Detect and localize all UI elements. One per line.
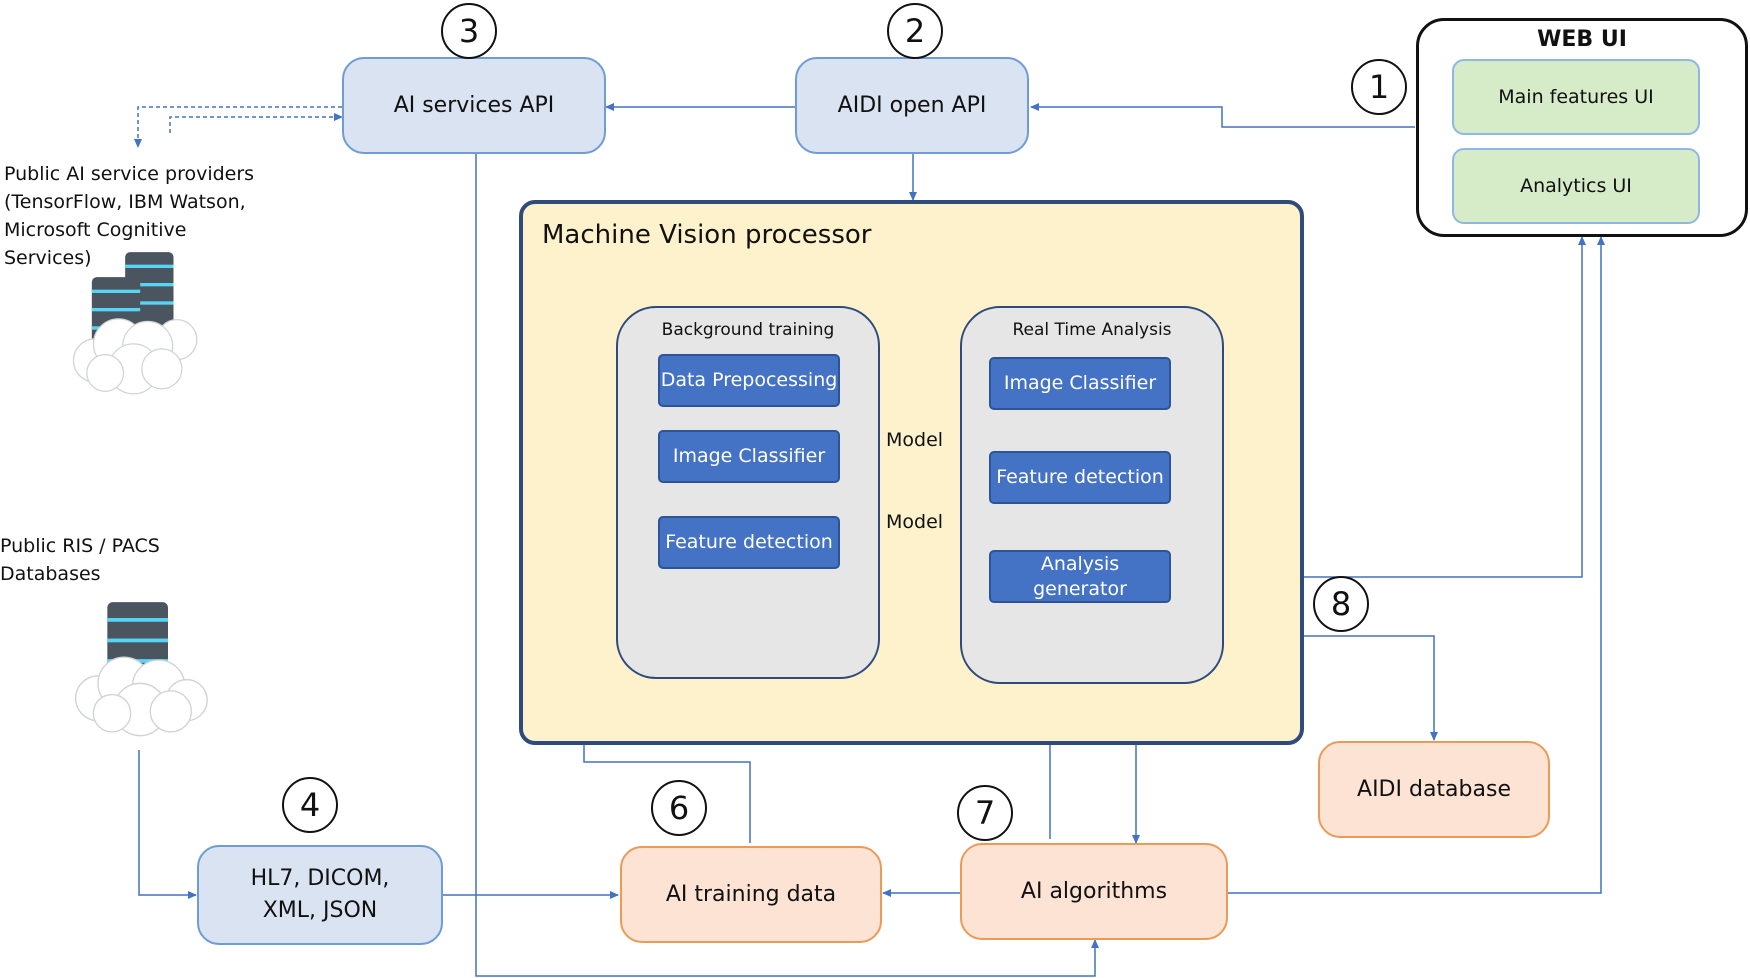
arrow-algorithms-to-webui [1228, 236, 1605, 894]
bg-feature-detection[interactable]: Feature detection [658, 516, 840, 569]
bg-data-preprocessing[interactable]: Data Prepocessing [658, 354, 840, 407]
public-ai-providers-label: Public AI service providers (TensorFlow,… [4, 163, 255, 269]
public-ai-cloud-database-icon [56, 248, 206, 402]
background-training-title: Background training [661, 320, 835, 340]
web-ui-container: WEB UI Main features UI Analytics UI [1416, 18, 1748, 237]
hl7-dicom-xml-json[interactable]: HL7, DICOM, XML, JSON [197, 845, 443, 945]
public-ris-pacs-label: Public RIS / PACS Databases [0, 535, 160, 585]
aidi-database[interactable]: AIDI database [1318, 741, 1550, 838]
step-badge-8: 8 [1313, 576, 1369, 632]
step-badge-4: 4 [282, 777, 338, 833]
model-label-feature: Model [886, 511, 944, 533]
aidi-open-api[interactable]: AIDI open API [795, 57, 1029, 154]
step-badge-7: 7 [957, 785, 1013, 841]
dashed-arrow-from-providers [169, 113, 343, 133]
ai-algorithms[interactable]: AI algorithms [960, 843, 1228, 940]
arrow-ris-to-formats [138, 750, 197, 899]
public-ris-cloud-database-icon [70, 595, 210, 744]
real-time-analysis-title: Real Time Analysis [1012, 320, 1172, 340]
rt-image-classifier[interactable]: Image Classifier [989, 357, 1171, 410]
model-label-classifier: Model [886, 429, 944, 451]
arrow-ai-services-to-algorithms [475, 153, 1099, 977]
rt-analysis-generator[interactable]: Analysis generator [989, 550, 1171, 603]
analytics-ui[interactable]: Analytics UI [1452, 148, 1700, 224]
step-badge-3: 3 [441, 3, 497, 59]
dashed-arrow-to-providers [134, 106, 342, 148]
rt-feature-detection[interactable]: Feature detection [989, 451, 1171, 504]
step-badge-2: 2 [887, 3, 943, 59]
ai-training-data[interactable]: AI training data [620, 846, 882, 943]
step-badge-6: 6 [651, 780, 707, 836]
mvp-title: Machine Vision processor [542, 220, 872, 250]
main-features-ui[interactable]: Main features UI [1452, 59, 1700, 135]
bg-image-classifier[interactable]: Image Classifier [658, 430, 840, 483]
arrow-webui-to-aidi-api [1030, 103, 1415, 128]
ai-services-api[interactable]: AI services API [342, 57, 606, 154]
step-badge-1: 1 [1351, 59, 1407, 115]
arrow-generator-to-analytics-ui [1171, 236, 1586, 578]
web-ui-title: WEB UI [1537, 27, 1627, 52]
